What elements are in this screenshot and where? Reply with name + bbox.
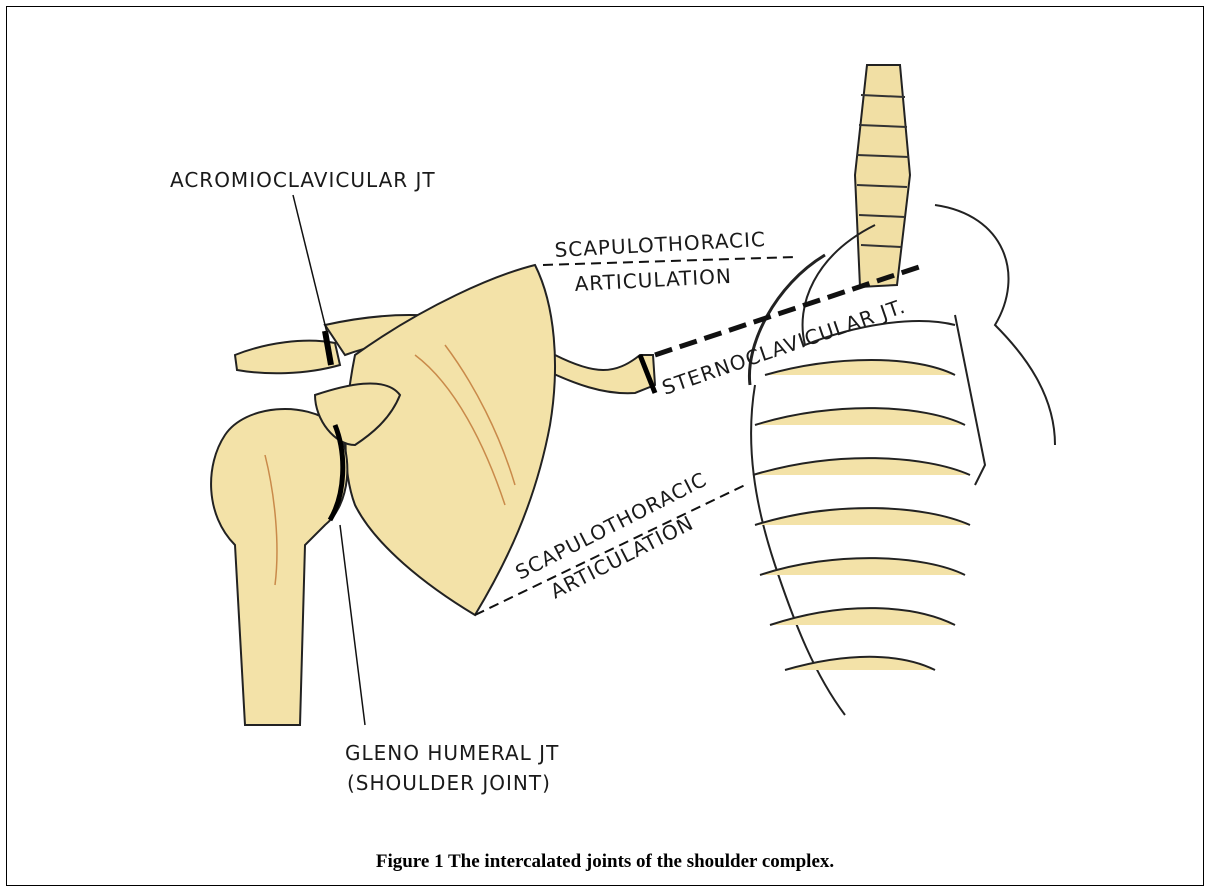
vertebral-column	[855, 65, 910, 287]
humerus	[211, 409, 347, 725]
anatomy-drawing: ACROMIOCLAVICULAR JT SCAPULOTHORACIC ART…	[155, 25, 1075, 815]
figure-frame: ACROMIOCLAVICULAR JT SCAPULOTHORACIC ART…	[6, 6, 1204, 886]
acromion	[235, 341, 340, 374]
label-glenohumeral-line1: GLENO HUMERAL JT	[345, 741, 559, 765]
label-glenohumeral-line2: (SHOULDER JOINT)	[347, 771, 551, 795]
label-scapulothoracic-upper-line2: ARTICULATION	[574, 264, 732, 296]
shoulder-illustration: ACROMIOCLAVICULAR JT SCAPULOTHORACIC ART…	[155, 25, 1075, 815]
label-scapulothoracic-upper-line1: SCAPULOTHORACIC	[554, 227, 766, 262]
rib-cage	[749, 205, 1055, 715]
figure-caption: Figure 1 The intercalated joints of the …	[7, 851, 1203, 873]
label-acromioclavicular: ACROMIOCLAVICULAR JT	[170, 168, 436, 192]
